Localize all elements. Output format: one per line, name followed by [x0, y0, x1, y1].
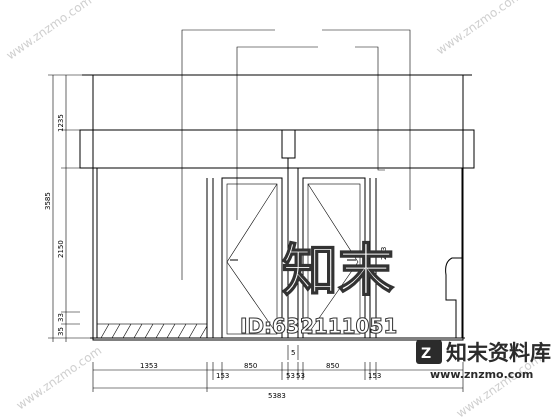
svg-text:Z: Z [421, 346, 431, 362]
dim-gap-2: 153 [368, 372, 381, 380]
site-watermark: 知末 ID:632111051 Z 知末资料库 www.znzmo.com [240, 238, 552, 381]
leader-top-left [181, 29, 275, 280]
diag-watermark-bottom-left: www.znzmo.com [14, 343, 104, 412]
dim-overall-height: 3585 [44, 192, 52, 210]
vertical-dimensions: 3585 1235 2150 33 35 253 [44, 74, 388, 342]
dim-center-mark: 5 [291, 349, 295, 357]
soffit-band [79, 129, 475, 169]
watermark-logo: Z 知末资料库 www.znzmo.com [416, 340, 551, 381]
diag-watermark-right: www.znzmo.com [434, 0, 524, 57]
right-door-frame [302, 177, 366, 339]
dim-base: 33 [57, 313, 65, 322]
watermark-logo-url: www.znzmo.com [430, 368, 533, 381]
watermark-id: ID:632111051 [240, 314, 397, 338]
diag-watermark-left: www.znzmo.com [4, 0, 94, 62]
leader-right-door [355, 46, 385, 171]
right-door-leaf [307, 183, 361, 335]
dim-right-small: 253 [380, 247, 388, 260]
dim-base-2: 35 [57, 327, 65, 336]
dim-total-width: 5383 [268, 392, 286, 400]
horizontal-dimensions: 1353 153 850 53 53 850 153 5 5383 [92, 345, 464, 400]
leader-top-right [322, 29, 411, 210]
left-door [206, 177, 283, 339]
dim-gap-1: 153 [216, 372, 229, 380]
leader-left-door [236, 46, 318, 220]
annotations [181, 29, 411, 280]
outer-frame [92, 74, 464, 341]
left-door-frame [221, 177, 283, 339]
right-return-wall [445, 257, 462, 338]
right-door [302, 177, 377, 339]
dim-middle: 2150 [57, 240, 65, 258]
logo-mark-icon [416, 340, 442, 364]
dim-mid-a: 53 [286, 372, 295, 380]
dim-door-1: 850 [244, 362, 257, 370]
central-pilaster [281, 129, 299, 338]
watermark-logo-name: 知末资料库 [446, 341, 551, 365]
watermark-big-text: 知末 [282, 239, 394, 304]
dim-left-wall: 1353 [140, 362, 158, 370]
left-door-swing [226, 183, 278, 335]
dim-upper: 1235 [57, 114, 65, 132]
right-door-swing [307, 183, 359, 335]
dim-door-2: 850 [326, 362, 339, 370]
left-door-leaf [226, 183, 278, 335]
dim-mid-b: 53 [296, 372, 305, 380]
